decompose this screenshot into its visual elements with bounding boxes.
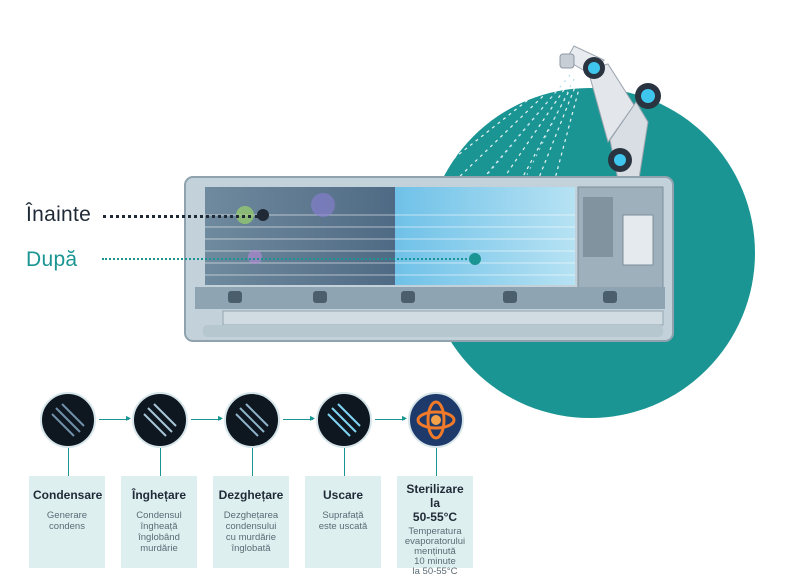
after-dotted-line [102, 258, 474, 260]
step-stem [252, 448, 253, 476]
step-title: Condensare [33, 488, 103, 502]
condensation-icon [40, 392, 96, 448]
robot-arm-illustration [559, 45, 661, 186]
step-title: Dezghețare [218, 488, 284, 502]
before-dotted-line [103, 215, 258, 218]
before-label: Înainte [26, 203, 92, 226]
before-marker [257, 209, 269, 221]
freezing-icon [132, 392, 188, 448]
sterilization-heat-icon [408, 392, 464, 448]
drying-icon [316, 392, 372, 448]
step-description: Condensul îngheață înglobând murdărie [136, 510, 182, 554]
arrow-right-icon: ▸ [218, 413, 224, 424]
after-marker [469, 253, 481, 265]
arrow-right-icon: ▸ [310, 413, 316, 424]
step-uscare: Uscare Suprafață este uscată [305, 476, 381, 568]
step-title: Sterilizare la 50-55°C [406, 482, 464, 524]
step-title: Înghețare [131, 488, 186, 502]
step-connector [283, 419, 313, 420]
step-stem [344, 448, 345, 476]
step-connector [99, 419, 129, 420]
step-description: Suprafață este uscată [318, 510, 368, 532]
step-inghetare: Înghețare Condensul îngheață înglobând m… [121, 476, 197, 568]
after-label: După [26, 248, 78, 271]
step-stem [68, 448, 69, 476]
arrow-right-icon: ▸ [126, 413, 132, 424]
step-dezghetare: Dezghețare Dezghețarea condensului cu mu… [213, 476, 289, 568]
step-description: Generare condens [46, 510, 88, 532]
step-condensare: Condensare Generare condens [29, 476, 105, 568]
step-stem [436, 448, 437, 476]
step-description: Dezghețarea condensului cu murdărie îngl… [223, 510, 279, 554]
step-title: Uscare [322, 488, 364, 502]
arrow-right-icon: ▸ [402, 413, 408, 424]
step-sterilizare: Sterilizare la 50-55°C Temperatura evapo… [397, 476, 473, 577]
step-connector [191, 419, 221, 420]
step-connector [375, 419, 405, 420]
air-conditioner-illustration [184, 176, 674, 342]
step-stem [160, 448, 161, 476]
step-description: Temperatura evaporatorului menținută 10 … [404, 526, 466, 577]
defrost-icon [224, 392, 280, 448]
